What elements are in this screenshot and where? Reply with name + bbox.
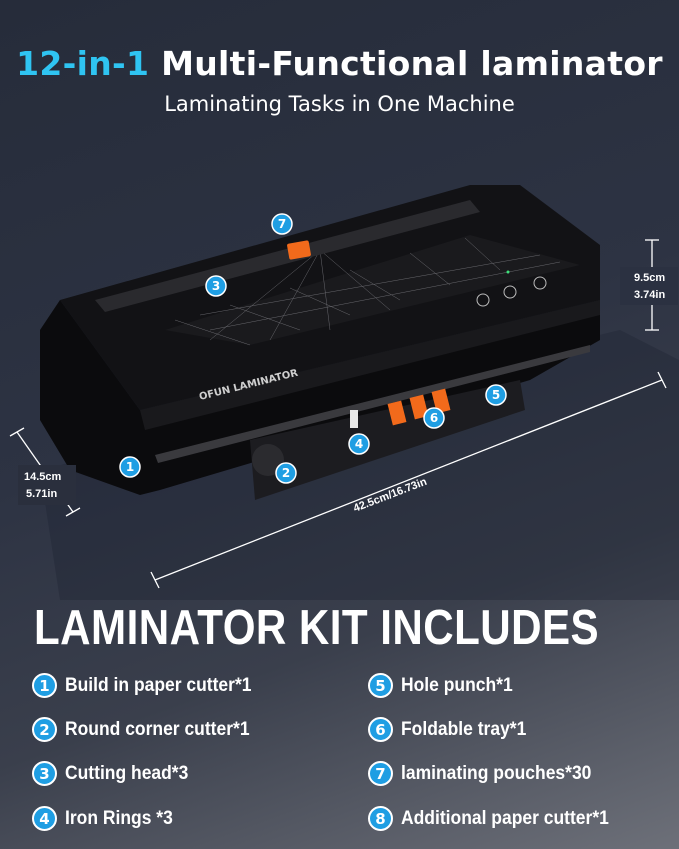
kit-item: 7 laminating pouches*30 [368, 761, 608, 786]
number-badge: 4 [32, 806, 57, 831]
cutter-slider[interactable] [287, 240, 311, 260]
callout-7: 7 [271, 213, 293, 235]
iron-ring [350, 410, 358, 428]
number-badge: 2 [32, 717, 57, 742]
svg-text:2: 2 [282, 466, 290, 480]
svg-text:1: 1 [126, 460, 134, 474]
cutter-rail[interactable] [95, 200, 480, 312]
kit-item-label: Build in paper cutter*1 [65, 674, 252, 696]
callout-6: 6 [423, 407, 445, 429]
kit-item: 5 Hole punch*1 [368, 673, 522, 698]
kit-item-label: laminating pouches*30 [401, 762, 592, 784]
kit-item-label: Round corner cutter*1 [65, 718, 250, 740]
laminator-illustration: OFUN LAMINATOR 9.5cm 3.74in 14.5cm 5.71i… [18, 185, 679, 600]
height-cm: 9.5cm [634, 272, 665, 284]
kit-heading: LAMINATOR KIT INCLUDES [34, 601, 600, 655]
rev-button[interactable] [476, 293, 490, 307]
number-badge: 1 [32, 673, 57, 698]
feed-slot[interactable] [155, 345, 590, 463]
headline: 12-in-1 Multi-Functional laminator [0, 44, 679, 83]
svg-text:4: 4 [355, 437, 363, 451]
round-corner-cutter[interactable] [252, 444, 284, 476]
kit-item-label: Additional paper cutter*1 [401, 807, 609, 829]
dim-label-bg [18, 465, 76, 505]
kit-item-label: Iron Rings *3 [65, 807, 173, 829]
headline-accent: 12-in-1 [16, 44, 150, 83]
svg-text:5: 5 [492, 388, 500, 402]
kit-item: 3 Cutting head*3 [32, 761, 199, 786]
kit-item: 8 Additional paper cutter*1 [368, 806, 627, 831]
kit-item: 2 Round corner cutter*1 [32, 717, 266, 742]
kit-item-label: Foldable tray*1 [401, 718, 527, 740]
svg-text:7: 7 [278, 217, 286, 231]
kit-item: 6 Foldable tray*1 [368, 717, 537, 742]
foldable-tray[interactable] [250, 380, 525, 500]
hole-punch-lever[interactable] [387, 400, 407, 426]
mode-switch-button[interactable] [503, 285, 517, 299]
subheadline: Laminating Tasks in One Machine [164, 92, 515, 116]
callout-1: 1 [119, 456, 141, 478]
power-button[interactable] [533, 276, 547, 290]
number-badge: 5 [368, 673, 393, 698]
headline-rest: Multi-Functional laminator [161, 44, 663, 83]
depth-in: 5.71in [26, 488, 57, 500]
callout-4: 4 [348, 433, 370, 455]
svg-text:3: 3 [212, 279, 220, 293]
callout-2: 2 [275, 462, 297, 484]
callouts: 1 2 3 4 5 6 7 [119, 213, 507, 484]
number-badge: 8 [368, 806, 393, 831]
status-led [506, 270, 510, 274]
hole-punch-lever[interactable] [409, 394, 429, 420]
cutting-grid [165, 235, 580, 345]
depth-cm: 14.5cm [24, 471, 62, 483]
hole-punch-lever[interactable] [431, 388, 451, 414]
front-bevel [140, 300, 600, 430]
kit-item: 1 Build in paper cutter*1 [32, 673, 268, 698]
svg-text:6: 6 [430, 411, 438, 425]
number-badge: 7 [368, 761, 393, 786]
number-badge: 3 [32, 761, 57, 786]
kit-item-label: Cutting head*3 [65, 762, 189, 784]
dim-label-bg [620, 267, 678, 305]
grid-lines [174, 237, 561, 346]
number-badge: 6 [368, 717, 393, 742]
kit-item-label: Hole punch*1 [401, 674, 513, 696]
callout-5: 5 [485, 384, 507, 406]
kit-item: 4 Iron Rings *3 [32, 806, 182, 831]
callout-3: 3 [205, 275, 227, 297]
height-in: 3.74in [634, 289, 665, 301]
